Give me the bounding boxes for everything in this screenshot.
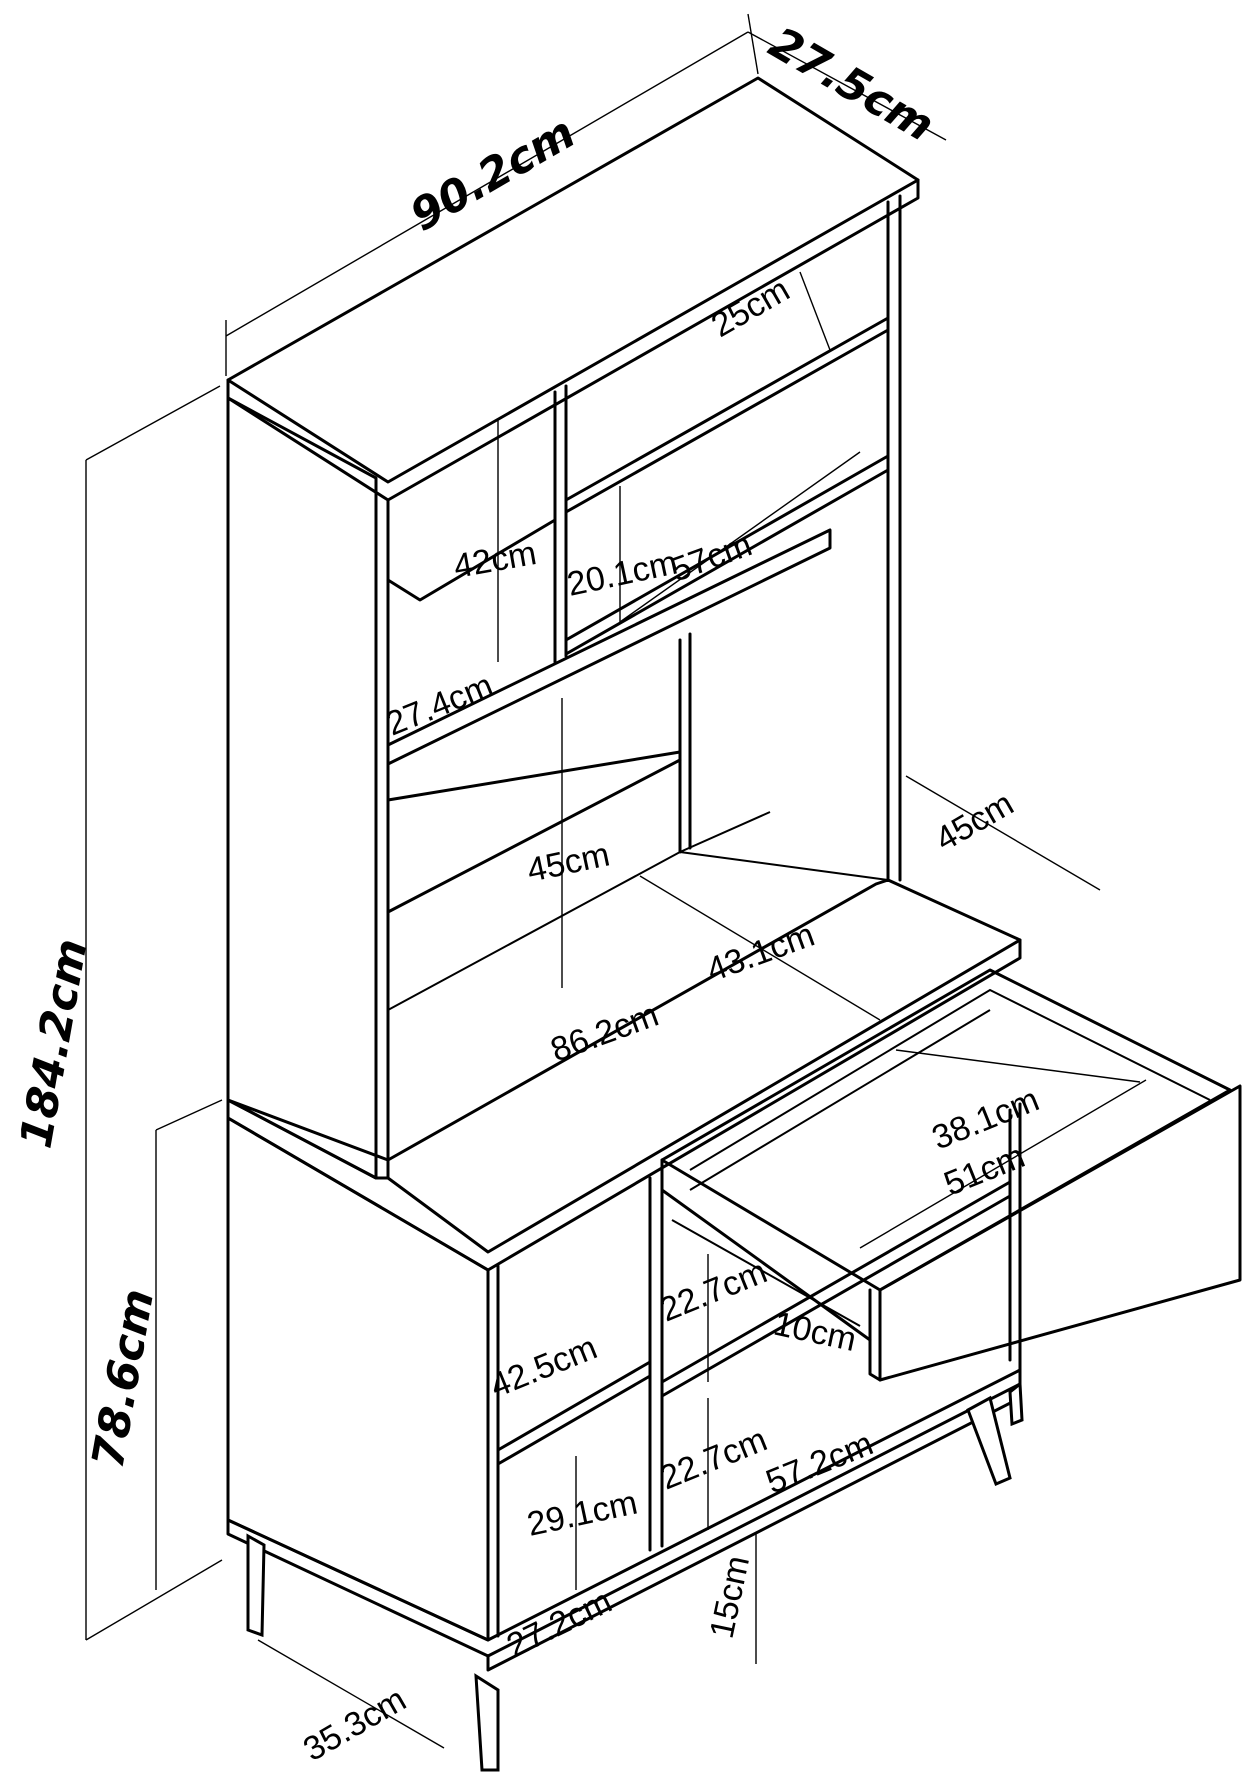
dim-lower-depth-line <box>257 1639 445 1749</box>
dimension-lines <box>85 13 1147 1749</box>
label-right-compartment-height: 20.1cm <box>564 543 681 603</box>
leg-front-right <box>966 1395 1012 1486</box>
label-upper-shelf-width: 57cm <box>666 525 757 589</box>
dim-43-1-line <box>639 875 881 1021</box>
label-shelf-top-depth: 25cm <box>705 270 796 344</box>
shelf-middle-right <box>564 454 890 656</box>
drawer-front-side <box>868 1288 882 1382</box>
label-cabinet-lower-height: 22.7cm <box>655 1420 773 1497</box>
niche-shelf-top <box>386 750 682 802</box>
counter-edge <box>226 938 1022 1272</box>
lower-left-shelf <box>496 1360 652 1466</box>
drawer-inner-top <box>689 988 1211 1171</box>
leg-front-left <box>474 1673 500 1772</box>
lower-left-panel <box>226 1116 490 1642</box>
top-slab-edge <box>226 178 920 502</box>
label-left-shelf-width: 27.4cm <box>381 666 499 743</box>
label-drawer-depth: 38.1cm <box>927 1080 1045 1157</box>
dim-57-line <box>619 451 861 623</box>
dim-depth-line <box>747 31 947 141</box>
label-overall-width: 90.2cm <box>402 107 584 241</box>
label-lower-height: 78.6cm <box>83 1285 165 1472</box>
label-overall-height: 184.2cm <box>11 935 98 1152</box>
niche-floor-line <box>679 851 889 881</box>
shelf-upper <box>564 316 890 514</box>
shelf-long <box>386 528 832 766</box>
label-leg-height: 15cm <box>703 1552 757 1641</box>
label-bottom-shelf-width: 27.2cm <box>501 1582 618 1665</box>
furniture-body <box>226 76 1242 1772</box>
label-cabinet-upper-height: 22.7cm <box>655 1252 773 1329</box>
dim-height-tick-bottom <box>85 1559 223 1641</box>
dim-lower-height-tick <box>155 1099 223 1131</box>
label-cabinet-width: 57.2cm <box>761 1424 879 1501</box>
label-cabinet-shelf-width: 42.5cm <box>485 1328 603 1405</box>
dim-counter-45-line <box>905 775 1101 891</box>
dim-38-1-line <box>895 1049 1141 1083</box>
drawer-inner-back <box>689 1009 991 1191</box>
label-counter-depth: 45cm <box>929 784 1020 858</box>
dim-height-tick-top <box>85 385 221 461</box>
counter-top <box>226 878 1022 1254</box>
left-side-panel <box>226 396 378 1180</box>
leg-back-left <box>246 1533 266 1638</box>
leg-back-right <box>1008 1381 1024 1427</box>
drawer-side <box>660 1158 872 1342</box>
label-overall-depth: 27.5cm <box>761 17 943 151</box>
dim-51-line <box>859 1079 1147 1249</box>
dim-shelf-depth <box>799 271 831 351</box>
label-drawer-height: 10cm <box>770 1305 859 1359</box>
shelf-left-back <box>386 518 557 602</box>
drawer-front <box>878 1084 1242 1382</box>
niche-shelf-bottom <box>386 758 682 914</box>
label-lower-depth: 35.3cm <box>297 1680 413 1769</box>
label-left-cabinet-height: 29.1cm <box>524 1483 641 1543</box>
label-niche-height: 45cm <box>524 835 613 889</box>
dim-width-tick-b <box>747 13 759 75</box>
label-niche-width: 43.1cm <box>702 916 820 990</box>
label-counter-width: 86.2cm <box>546 996 664 1070</box>
drawer-runner <box>671 1219 861 1327</box>
dim-width-line <box>225 31 749 337</box>
label-left-compartment-height: 42cm <box>451 534 539 586</box>
